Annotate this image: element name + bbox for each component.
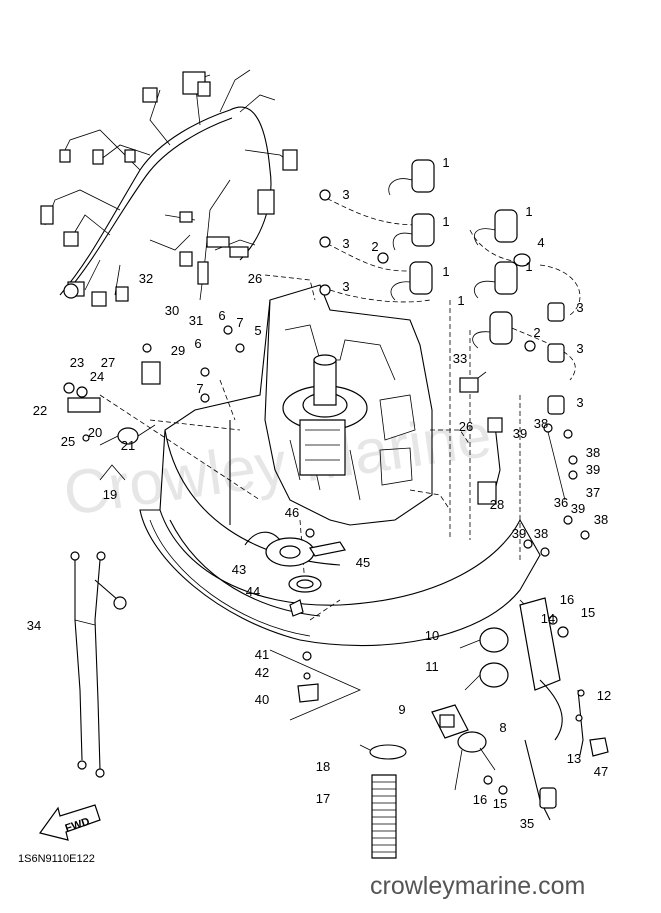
battery-cable bbox=[70, 551, 127, 778]
callout-17: 17 bbox=[316, 791, 330, 806]
diagram-code: 1S6N9110E122 bbox=[18, 853, 95, 865]
callout-9: 9 bbox=[398, 702, 405, 717]
callout-39: 39 bbox=[513, 426, 527, 441]
callout-28: 28 bbox=[490, 497, 504, 512]
callout-47: 47 bbox=[594, 764, 608, 779]
callout-39: 39 bbox=[512, 526, 526, 541]
callout-37: 37 bbox=[586, 485, 600, 500]
callout-1: 1 bbox=[442, 155, 449, 170]
callout-5: 5 bbox=[254, 323, 261, 338]
callout-3: 3 bbox=[576, 300, 583, 315]
callout-30: 30 bbox=[165, 303, 179, 318]
callout-29: 29 bbox=[171, 343, 185, 358]
callout-26: 26 bbox=[248, 271, 262, 286]
relay-assembly bbox=[431, 597, 609, 821]
callout-10: 10 bbox=[425, 628, 439, 643]
callout-43: 43 bbox=[232, 562, 246, 577]
callout-3: 3 bbox=[342, 187, 349, 202]
callout-40: 40 bbox=[255, 692, 269, 707]
right-side-parts bbox=[459, 371, 590, 557]
callout-19: 19 bbox=[103, 487, 117, 502]
callout-34: 34 bbox=[27, 618, 41, 633]
callout-31: 31 bbox=[189, 313, 203, 328]
engine-block bbox=[264, 284, 433, 526]
callout-3: 3 bbox=[342, 279, 349, 294]
callout-44: 44 bbox=[246, 584, 260, 599]
callout-1: 1 bbox=[442, 214, 449, 229]
callout-23: 23 bbox=[70, 355, 84, 370]
callout-26: 26 bbox=[459, 419, 473, 434]
callout-33: 33 bbox=[453, 351, 467, 366]
callout-16: 16 bbox=[560, 592, 574, 607]
bottom-cowling bbox=[139, 299, 541, 647]
callout-21: 21 bbox=[121, 438, 135, 453]
callout-16: 16 bbox=[473, 792, 487, 807]
callout-22: 22 bbox=[33, 403, 47, 418]
callout-3: 3 bbox=[576, 341, 583, 356]
callout-14: 14 bbox=[541, 611, 555, 626]
callout-1: 1 bbox=[525, 204, 532, 219]
lower-center-parts bbox=[244, 528, 346, 703]
callout-2: 2 bbox=[533, 325, 540, 340]
callout-41: 41 bbox=[255, 647, 269, 662]
callout-38: 38 bbox=[534, 416, 548, 431]
callout-46: 46 bbox=[285, 505, 299, 520]
callout-24: 24 bbox=[90, 369, 104, 384]
clamp-and-sleeve bbox=[359, 744, 407, 859]
callout-7: 7 bbox=[236, 315, 243, 330]
callout-7: 7 bbox=[196, 381, 203, 396]
ignition-coils bbox=[319, 159, 565, 415]
callout-8: 8 bbox=[499, 720, 506, 735]
callout-6: 6 bbox=[194, 336, 201, 351]
callout-32: 32 bbox=[139, 271, 153, 286]
callout-13: 13 bbox=[567, 751, 581, 766]
callout-39: 39 bbox=[571, 501, 585, 516]
callout-15: 15 bbox=[493, 796, 507, 811]
callout-4: 4 bbox=[537, 235, 544, 250]
callout-25: 25 bbox=[61, 434, 75, 449]
callout-6: 6 bbox=[218, 308, 225, 323]
watermark: Crowley Marine bbox=[59, 401, 495, 529]
callout-27: 27 bbox=[101, 355, 115, 370]
left-side-parts bbox=[63, 325, 245, 481]
leader-lines bbox=[99, 194, 581, 721]
callout-38: 38 bbox=[594, 512, 608, 527]
callout-1: 1 bbox=[525, 259, 532, 274]
callout-38: 38 bbox=[534, 526, 548, 541]
callout-11: 11 bbox=[425, 659, 439, 674]
callout-1: 1 bbox=[442, 264, 449, 279]
callout-1: 1 bbox=[457, 293, 464, 308]
wire-harness bbox=[40, 69, 298, 307]
fwd-arrow-icon: FWD bbox=[38, 804, 101, 841]
callout-36: 36 bbox=[554, 495, 568, 510]
callout-42: 42 bbox=[255, 665, 269, 680]
callout-3: 3 bbox=[576, 395, 583, 410]
callout-2: 2 bbox=[371, 239, 378, 254]
callout-35: 35 bbox=[520, 816, 534, 831]
callout-38: 38 bbox=[586, 445, 600, 460]
callout-20: 20 bbox=[88, 425, 102, 440]
callout-18: 18 bbox=[316, 759, 330, 774]
callout-39: 39 bbox=[586, 462, 600, 477]
corrugated-sleeve bbox=[371, 774, 397, 859]
callout-45: 45 bbox=[356, 555, 370, 570]
callout-12: 12 bbox=[597, 688, 611, 703]
callout-3: 3 bbox=[342, 236, 349, 251]
site-name: crowleymarine.com bbox=[370, 872, 585, 900]
callout-15: 15 bbox=[581, 605, 595, 620]
